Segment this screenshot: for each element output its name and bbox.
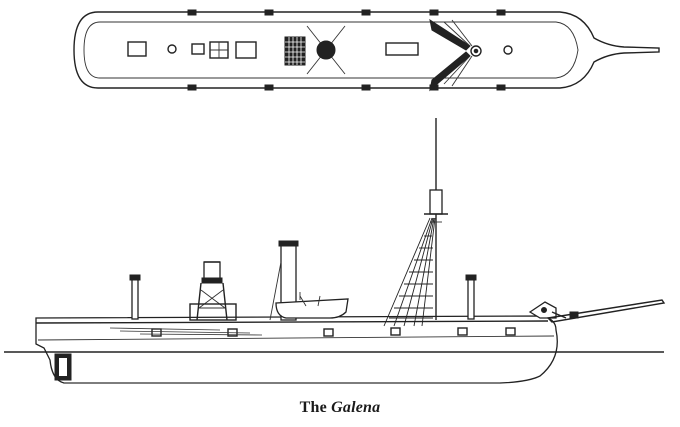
profile-hull-shading: [109, 327, 263, 336]
profile-hull: [35, 315, 558, 384]
plan-aft-hatch: [127, 41, 147, 57]
plan-hull-outline: [73, 11, 660, 89]
profile-bow-gear: [528, 301, 579, 319]
profile-bowsprit: [546, 299, 666, 323]
plan-skylight: [209, 41, 229, 59]
plan-bottom-ports: [187, 84, 506, 91]
profile-aft-ventilator: [129, 274, 141, 320]
profile-stern-rudder: [54, 353, 72, 381]
deck-plan-view: [73, 9, 660, 92]
profile-deck-line: [35, 320, 549, 324]
profile-fore-ventilator: [465, 274, 477, 320]
profile-view: [4, 118, 666, 384]
plan-deckhouse-hatch: [235, 41, 257, 59]
plan-funnel: [306, 25, 346, 75]
profile-pilot-tower: [189, 261, 237, 321]
figure-caption: The Galena: [0, 399, 680, 417]
plan-top-ports: [187, 9, 506, 16]
plan-foremast-rigging: [429, 18, 482, 92]
plan-deck-inner-line: [83, 21, 579, 79]
profile-mainmast: [424, 118, 448, 320]
profile-mast-ratlines: [383, 217, 436, 327]
plan-boiler-grating: [284, 36, 306, 66]
plan-aft-scuttle: [167, 44, 177, 54]
plan-bow-scuttle: [503, 45, 513, 55]
plan-forward-hatch: [385, 42, 419, 56]
plan-small-hatch: [191, 43, 205, 55]
profile-ships-boat: [275, 292, 349, 319]
profile-sheer-line: [37, 335, 555, 341]
profile-funnel: [269, 240, 299, 321]
caption-ship-name: Galena: [331, 399, 381, 416]
caption-prefix: The: [299, 399, 327, 416]
